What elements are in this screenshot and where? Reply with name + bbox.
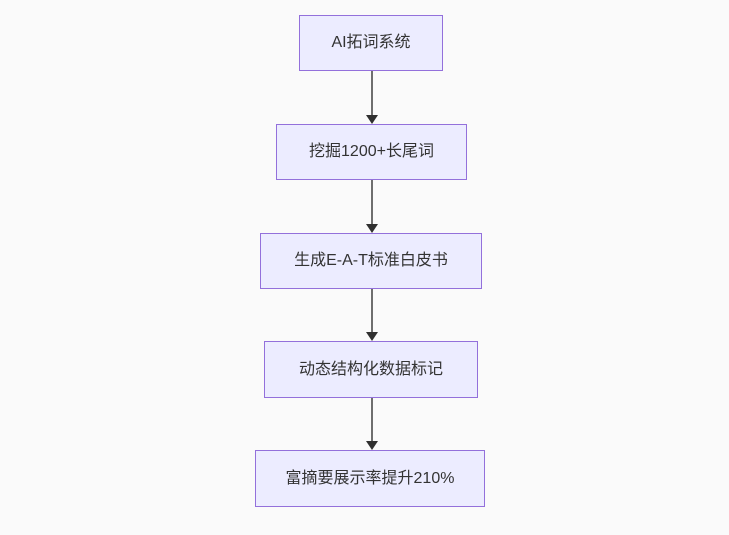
flow-node-ai-word-expansion: AI拓词系统 <box>299 15 443 71</box>
flow-node-longtail-mining: 挖掘1200+长尾词 <box>276 124 467 180</box>
flow-arrow-3 <box>365 289 378 341</box>
flow-node-label: 动态结构化数据标记 <box>298 360 443 378</box>
flow-arrow-1 <box>365 71 378 124</box>
arrow-head-icon <box>365 441 378 450</box>
flow-node-label: AI拓词系统 <box>331 34 411 51</box>
arrow-line <box>370 71 373 116</box>
arrow-head-icon <box>365 332 378 341</box>
flow-node-structured-data-markup: 动态结构化数据标记 <box>264 341 478 398</box>
arrow-line <box>370 398 373 442</box>
flow-arrow-4 <box>365 398 378 450</box>
arrow-line <box>370 289 373 333</box>
arrow-line <box>370 180 373 225</box>
flow-arrow-2 <box>365 180 378 233</box>
flow-node-label: 生成E-A-T标准白皮书 <box>294 252 448 269</box>
flow-node-eat-whitepaper: 生成E-A-T标准白皮书 <box>260 233 482 289</box>
flow-node-rich-snippet-result: 富摘要展示率提升210% <box>255 450 485 507</box>
arrow-head-icon <box>365 224 378 233</box>
arrow-head-icon <box>365 115 378 124</box>
flow-node-label: 富摘要展示率提升210% <box>285 469 455 487</box>
flow-node-label: 挖掘1200+长尾词 <box>309 143 434 160</box>
